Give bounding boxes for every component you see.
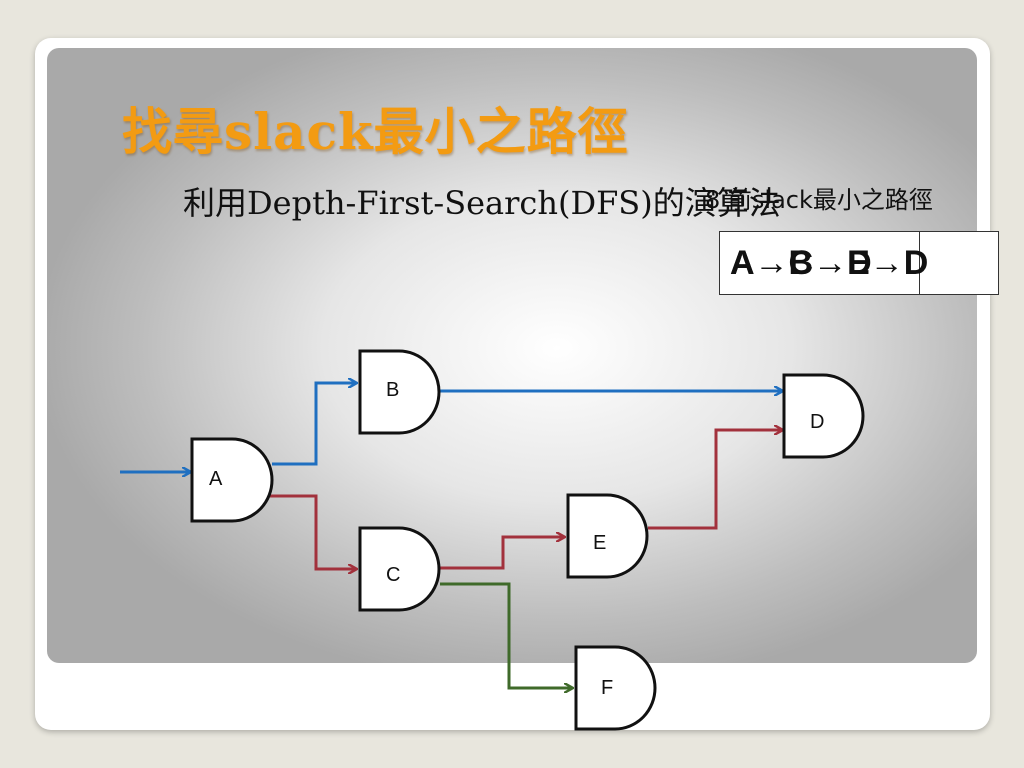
path-text-line2: A→B→D bbox=[730, 244, 872, 282]
gate-e-label: E bbox=[593, 532, 606, 554]
gate-f: F bbox=[574, 645, 657, 731]
wire-c-to-e bbox=[440, 537, 564, 570]
wire-a-to-b bbox=[272, 383, 356, 466]
gate-d: D bbox=[782, 373, 865, 459]
slide-panel bbox=[47, 48, 977, 663]
gate-b: B bbox=[358, 349, 441, 435]
gate-c-label: C bbox=[386, 564, 400, 586]
wire-c-to-f bbox=[440, 582, 572, 688]
wire-a-to-c bbox=[266, 494, 356, 569]
slide-title: 找尋slack最小之路徑 bbox=[122, 102, 629, 161]
gate-c: C bbox=[358, 526, 441, 612]
gate-b-label: B bbox=[386, 379, 399, 401]
slide-subtitle-overlap: 8 前slack最小之路徑 bbox=[705, 186, 933, 214]
path-box-divider bbox=[919, 232, 920, 294]
gate-f-label: F bbox=[601, 677, 613, 699]
slide-subtitle: 利用Depth-First-Search(DFS)的演算法 bbox=[183, 184, 781, 222]
path-text-line1: A→C→E→D bbox=[730, 244, 929, 282]
wire-e-to-d bbox=[648, 430, 782, 530]
gate-d-label: D bbox=[810, 411, 824, 433]
gate-a: A bbox=[190, 437, 274, 523]
gate-a-label: A bbox=[209, 468, 223, 490]
path-result-box: A→C→E→D A→B→D bbox=[719, 231, 999, 295]
gate-e: E bbox=[566, 493, 649, 579]
